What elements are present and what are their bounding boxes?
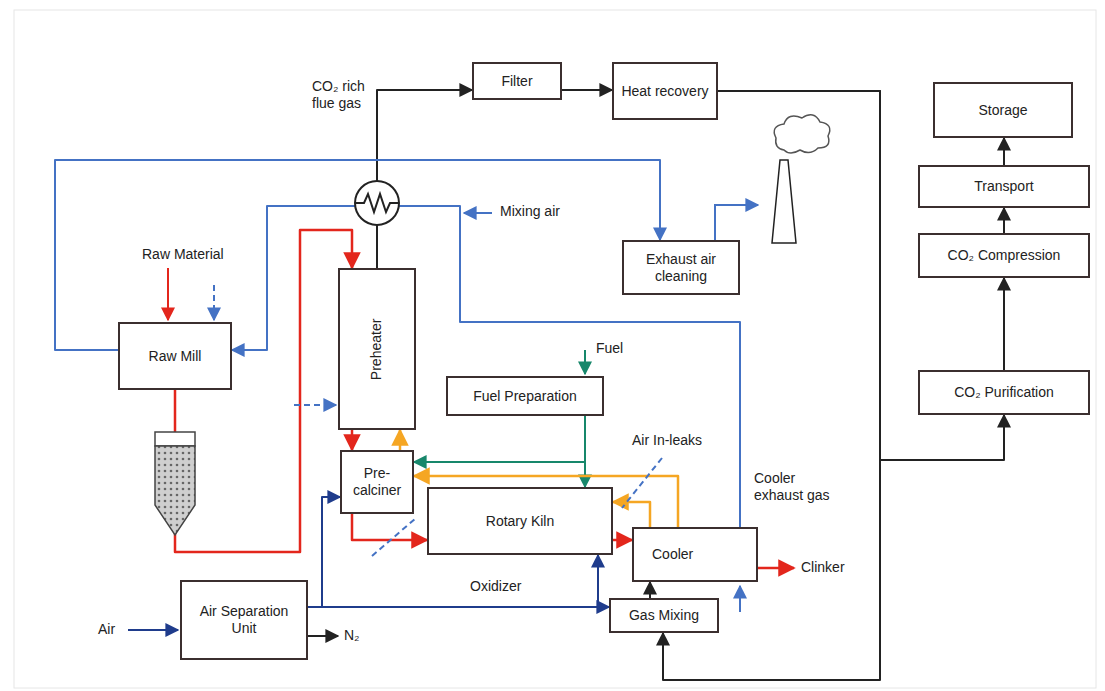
air-in-leak-line <box>622 458 662 508</box>
process-box: Cooler <box>632 527 758 582</box>
node-text: Exhaust air cleaning <box>630 251 732 285</box>
mixing-air-arrow <box>464 212 492 214</box>
flow-connector <box>308 555 598 607</box>
flow-connector <box>232 206 740 527</box>
exhaust-to-stack <box>715 205 758 240</box>
process-box: Rotary Kiln <box>427 487 613 555</box>
flow-connector <box>308 606 609 608</box>
flow-connector <box>175 230 352 552</box>
process-box: Heat recovery <box>612 62 718 120</box>
raw-material-arrow <box>167 268 169 320</box>
flow-label: CO₂ rich flue gas <box>312 78 382 112</box>
node-text: Heat recovery <box>621 83 708 100</box>
node-text: Transport <box>974 178 1033 195</box>
flow-label: Cooler exhaust gas <box>754 470 834 504</box>
flow-connector <box>377 90 472 268</box>
flow-label: Air In-leaks <box>632 432 732 449</box>
node-text: CO₂ Purification <box>954 384 1054 401</box>
process-box: Gas Mixing <box>609 598 719 633</box>
process-box: Exhaust air cleaning <box>622 240 740 295</box>
node-text: Fuel Preparation <box>473 388 577 405</box>
silo <box>155 432 195 535</box>
flow-connector <box>351 430 354 450</box>
flow-label: Raw Material <box>142 246 262 263</box>
process-box: Raw Mill <box>118 322 232 390</box>
process-box: Pre- calciner <box>340 450 414 514</box>
node-text: Preheater <box>369 318 386 379</box>
flow-label: Clinker <box>801 559 871 576</box>
flow-connector <box>308 497 340 607</box>
node-text: Filter <box>501 73 532 90</box>
flow-label: N₂ <box>344 627 374 644</box>
node-text: Raw Mill <box>149 348 202 365</box>
process-box: Storage <box>933 82 1073 138</box>
clinker-arrow <box>758 567 794 570</box>
heat-exchanger <box>355 181 399 225</box>
node-text: Gas Mixing <box>629 607 699 624</box>
process-box: CO₂ Purification <box>918 370 1090 415</box>
flow-connector <box>1003 138 1005 165</box>
process-box: Fuel Preparation <box>446 376 604 416</box>
dashed-air-arrow <box>294 404 336 406</box>
process-box: Transport <box>918 165 1090 208</box>
flow-connector <box>414 416 585 462</box>
flow-label: Fuel <box>596 340 646 357</box>
flow-connector <box>1003 208 1005 233</box>
process-box: Preheater <box>338 268 416 430</box>
flow-label: Air <box>98 621 138 638</box>
process-box: Air Separation Unit <box>180 580 308 660</box>
process-box: Filter <box>472 62 562 100</box>
nitrogen-outlet-arrow <box>308 635 338 637</box>
node-text: Rotary Kiln <box>486 513 554 530</box>
node-text: Air Separation Unit <box>188 603 300 637</box>
node-text: Pre- calciner <box>348 465 406 499</box>
air-in-leak-line <box>372 518 416 556</box>
flow-label: Oxidizer <box>470 578 550 595</box>
fuel-arrow <box>584 350 586 374</box>
node-text: Storage <box>978 102 1027 119</box>
flow-connector <box>399 430 402 450</box>
dashed-air-arrow <box>213 285 215 320</box>
stack <box>772 115 830 243</box>
flow-connector <box>613 502 650 527</box>
flow-connector <box>613 539 632 542</box>
cooling-air-arrow <box>739 586 741 612</box>
node-text: Cooler <box>652 546 693 563</box>
flow-label: Mixing air <box>500 203 560 220</box>
flow-connector <box>352 514 427 540</box>
process-box: CO₂ Compression <box>918 233 1090 278</box>
flow-connector <box>562 89 612 91</box>
flow-connector <box>649 582 651 598</box>
flow-connector <box>663 91 880 680</box>
frame <box>14 10 1096 688</box>
air-inlet-arrow <box>128 629 178 631</box>
node-text: CO₂ Compression <box>948 247 1061 264</box>
flow-connector <box>1003 278 1005 370</box>
